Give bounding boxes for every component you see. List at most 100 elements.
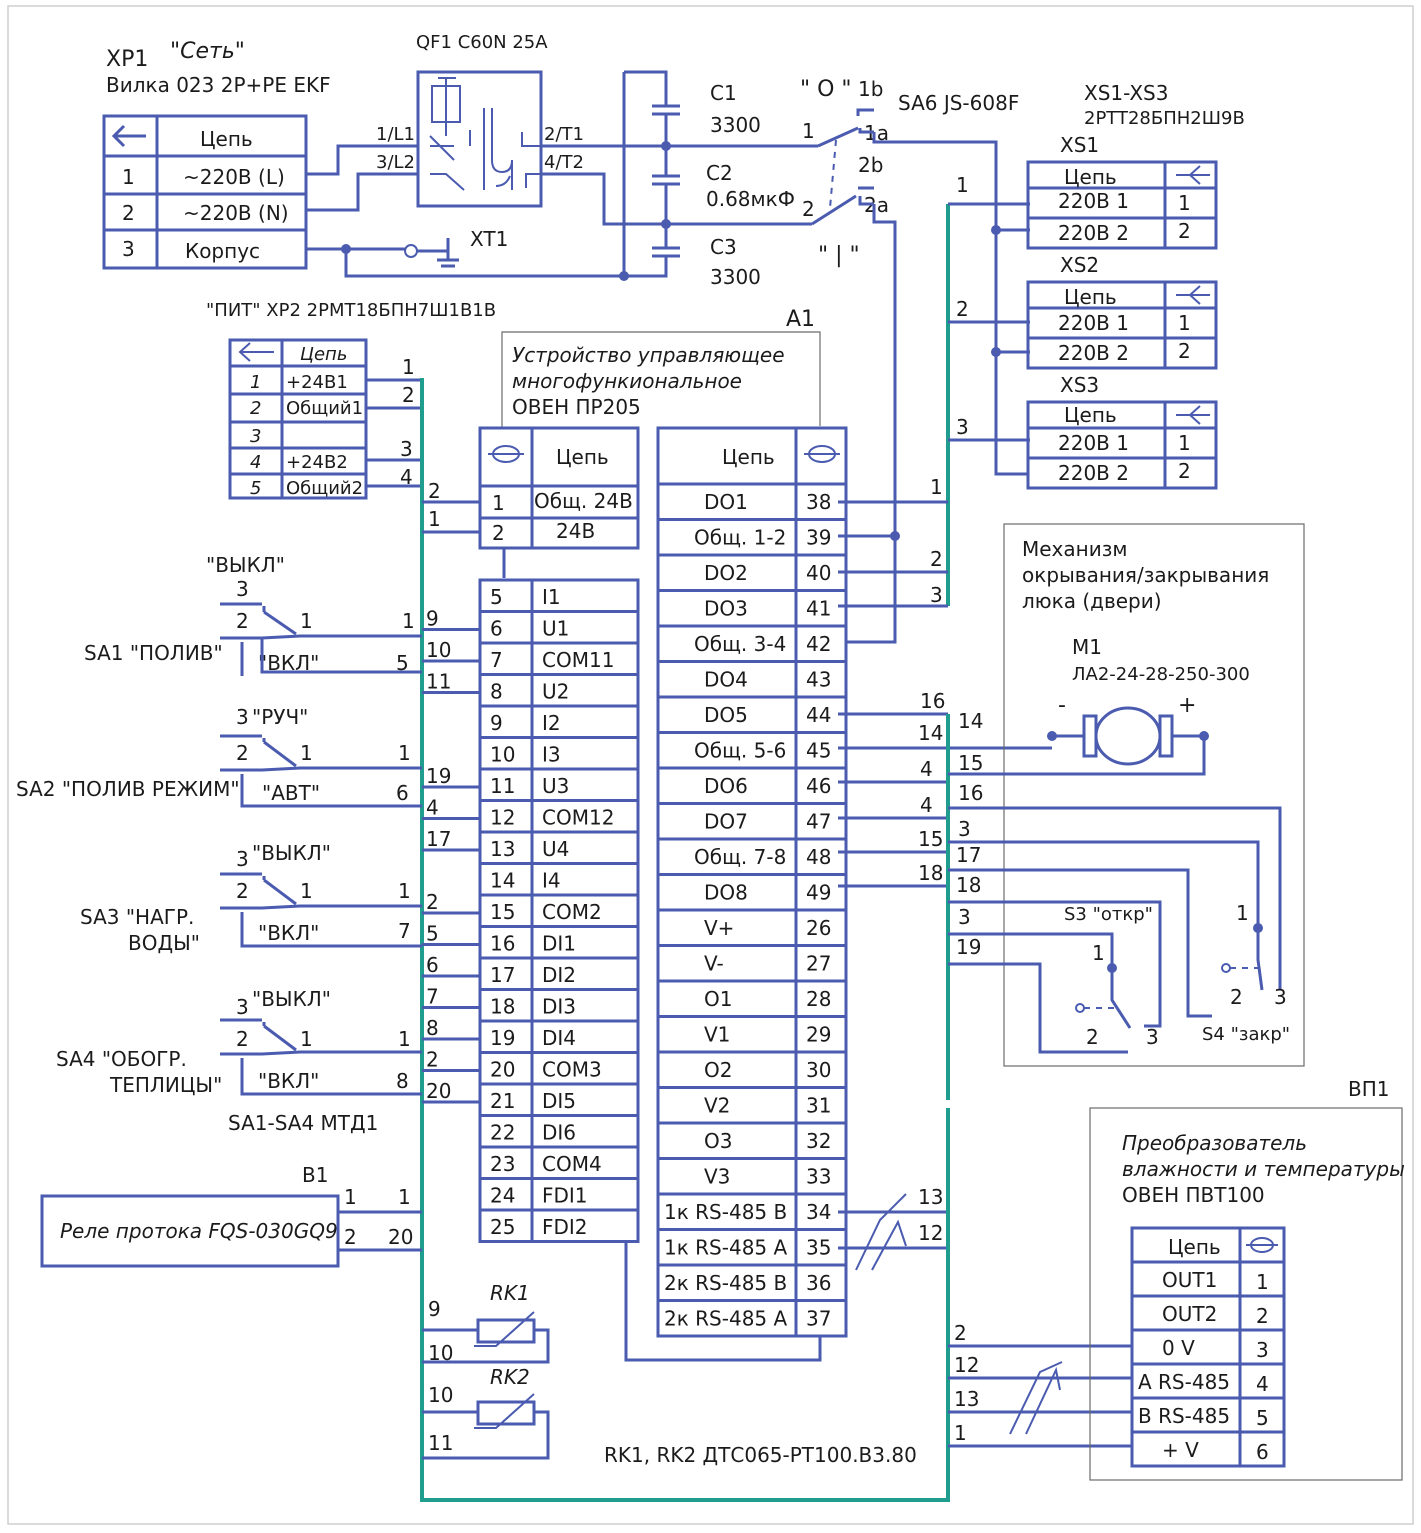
rk2-label: RK2 [490, 1365, 530, 1389]
a1-left-signal: COM2 [542, 900, 602, 924]
b1-id: B1 [302, 1163, 328, 1187]
m1-title2: окрывания/закрывания [1022, 563, 1269, 587]
sa4-w1: 1 [398, 1027, 411, 1051]
a1-right-pin: 48 [806, 845, 831, 869]
xp1-id: XP1 [106, 47, 148, 72]
xs3-header: Цепь [1064, 403, 1117, 427]
a1-left-pin: 18 [490, 995, 515, 1019]
s3-label: S3 "откр" [1064, 904, 1153, 925]
arrow-left-icon [111, 124, 146, 148]
sa3-label2: ВОДЫ" [128, 931, 200, 955]
xs-wire-1: 1 [956, 173, 969, 197]
a1-right-signal: DO3 [704, 597, 748, 621]
a1-left-wire: 10 [426, 638, 451, 662]
sa1-w2: 5 [396, 651, 409, 675]
xs1-r1: 220В 1 [1058, 189, 1129, 213]
xp2-wire-5: 4 [400, 465, 413, 489]
vp1-pin: 1 [1256, 1270, 1269, 1294]
sa6-label: SA6 JS-608F [898, 91, 1019, 115]
a1-left-signal: FDI1 [542, 1184, 588, 1208]
xp1-name: "Сеть" [170, 39, 245, 64]
s4-p1: 1 [1236, 901, 1249, 925]
a1-right-pin: 33 [806, 1165, 831, 1189]
qf1-t3: 2/T1 [544, 124, 584, 145]
mw-14a: 14 [918, 721, 943, 745]
vp1-title1: Преобразователь [1122, 1131, 1307, 1155]
a1-left-signal: U1 [542, 617, 569, 641]
a1-left-wire: 5 [426, 922, 439, 946]
xp1-pin-2: 2 [122, 201, 135, 225]
a1-left-signal: U4 [542, 837, 569, 861]
rk-w10b: 10 [428, 1383, 453, 1407]
a1-right-pin: 32 [806, 1129, 831, 1153]
sa1-p1: 1 [300, 609, 313, 633]
xs2-p2: 2 [1178, 339, 1191, 363]
a1-right-signal: 2к RS-485 B [664, 1271, 787, 1295]
sa4-w2: 8 [396, 1069, 409, 1093]
xp1-pin-1: 1 [122, 165, 135, 189]
a1-left-pin: 8 [490, 680, 503, 704]
a1-left-signal: I1 [542, 585, 561, 609]
xt1-label: XT1 [470, 227, 508, 251]
xp1-header: Цепь [200, 127, 253, 151]
xs2-header: Цепь [1064, 285, 1117, 309]
vp1-signal: A RS-485 [1138, 1370, 1230, 1394]
qf1-breaker [416, 70, 543, 208]
a1-left-signal: DI6 [542, 1121, 576, 1145]
a1-right-pin: 36 [806, 1271, 831, 1295]
a1-power-header: Цепь [556, 445, 609, 469]
xp2-pin-5: 5 [250, 478, 261, 499]
a1-right-pin: 44 [806, 703, 831, 727]
vp1-signal: OUT2 [1162, 1302, 1217, 1326]
a1-left-pin: 13 [490, 837, 515, 861]
xp2-wire-4: 3 [400, 437, 413, 461]
a1-right-signal: Общ. 3-4 [694, 632, 786, 656]
a1-left-signal: COM12 [542, 806, 614, 830]
sa2-label: SA2 "ПОЛИВ РЕЖИМ" [16, 777, 240, 801]
s4-p2: 2 [1230, 985, 1243, 1009]
c2-label: C2 [706, 161, 733, 185]
a1-right-signal: V+ [704, 916, 734, 940]
a1-right-pin: 39 [806, 526, 831, 550]
a1-left-wire: 4 [426, 796, 439, 820]
a1-left-wire: 2 [426, 890, 439, 914]
a1-right-pin: 45 [806, 739, 831, 763]
bw-2: 2 [954, 1321, 967, 1345]
terminal-icon [1246, 1237, 1278, 1253]
a1-right-signal: Общ. 1-2 [694, 526, 786, 550]
vp1-signal: B RS-485 [1138, 1404, 1230, 1428]
xp2-header: Цепь [300, 344, 347, 365]
a1-right-signal: Общ. 7-8 [694, 845, 786, 869]
xs-label1: XS1-XS3 [1084, 81, 1168, 105]
sa4-p1: 1 [300, 1027, 313, 1051]
s3-p1: 1 [1092, 941, 1105, 965]
sa6-n2: 2 [802, 197, 815, 221]
vp1-signal: OUT1 [1162, 1268, 1217, 1292]
a1-left-signal: DI1 [542, 932, 576, 956]
socket-icon [1176, 165, 1210, 185]
s3-p3: 3 [1146, 1025, 1159, 1049]
sa6-pos-o: " O " [800, 77, 852, 102]
a1-left-signal: DI3 [542, 995, 576, 1019]
sa6-switch [811, 108, 874, 226]
mw-15b: 15 [958, 751, 983, 775]
a1-left-signal: U3 [542, 774, 569, 798]
a1-right-header: Цепь [722, 445, 775, 469]
sa3-p1: 1 [300, 879, 313, 903]
xp1-signal-2: ~220В (N) [183, 201, 289, 225]
xs-wire-3: 3 [956, 415, 969, 439]
xp2-table [228, 338, 368, 500]
a1-power-sig-1: Общ. 24В [534, 489, 633, 513]
vp1-pin: 3 [1256, 1338, 1269, 1362]
qf1-t4: 4/T2 [544, 152, 584, 173]
mw-18b: 18 [956, 873, 981, 897]
a1-right-pin: 40 [806, 561, 831, 585]
sa2-p2: 2 [236, 741, 249, 765]
sa4-off: "ВЫКЛ" [252, 987, 331, 1011]
xp1-table [102, 114, 308, 270]
a1-right-pin: 46 [806, 774, 831, 798]
a1-right-signal: O3 [704, 1129, 732, 1153]
xs3-id: XS3 [1060, 373, 1099, 397]
xs2-id: XS2 [1060, 253, 1099, 277]
